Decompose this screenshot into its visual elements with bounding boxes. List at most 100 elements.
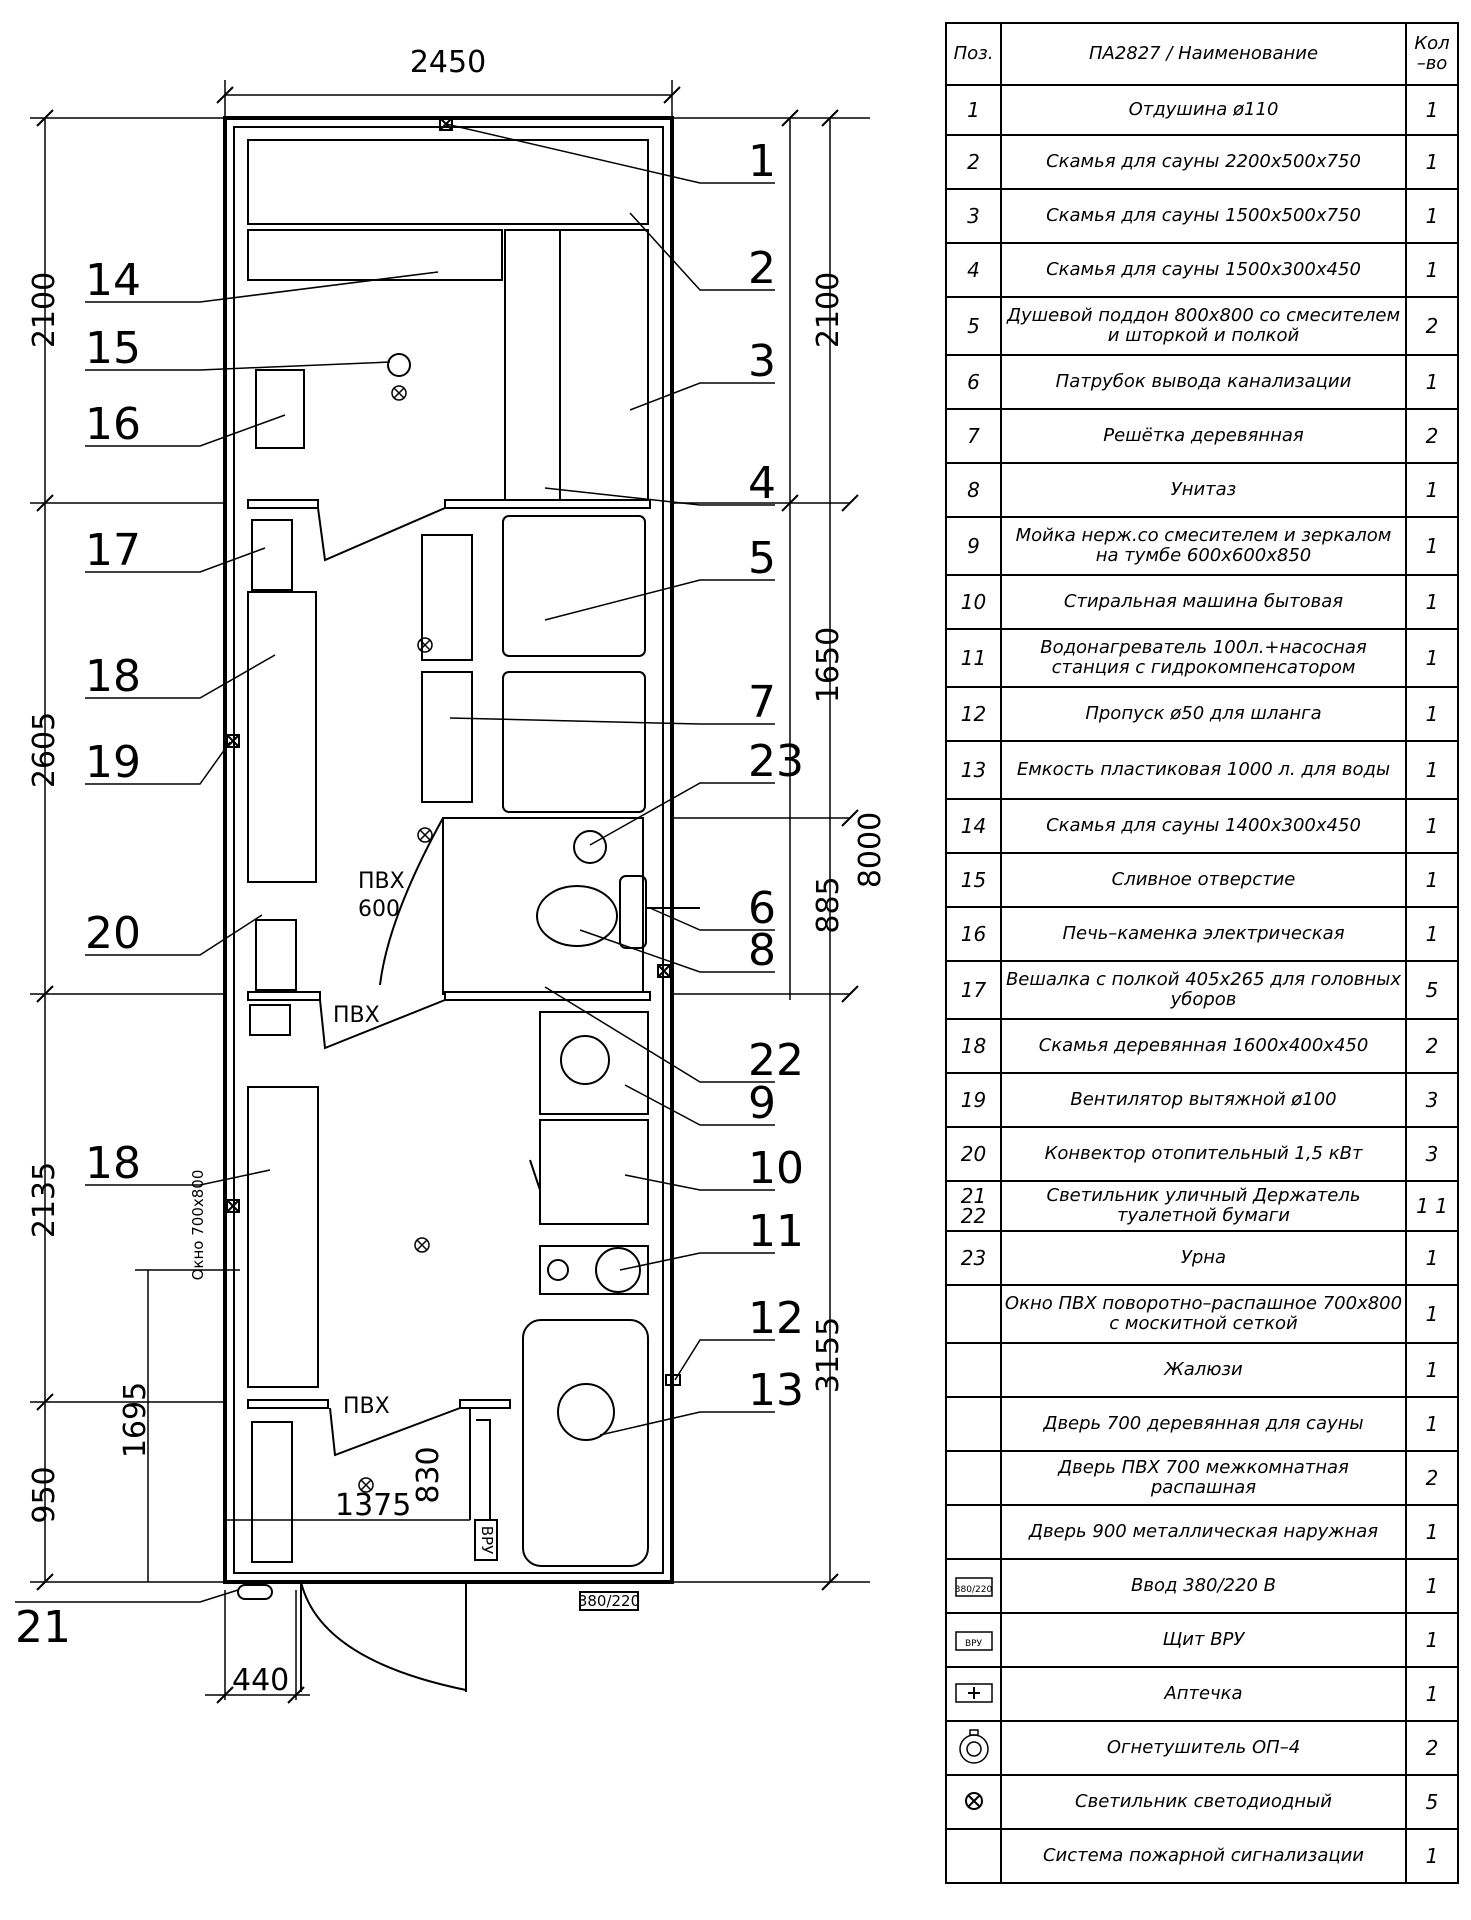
led-light-symbol [945,1774,1002,1830]
label-window: Окно 700х800 [189,1170,207,1281]
cell-name: Скамья деревянная 1600х400х450 [1000,1018,1407,1074]
cell-pos: 23 [945,1230,1002,1286]
cell-qty: 1 [1405,134,1459,190]
cell-qty: 2 [1405,408,1459,464]
callout-8: 8 [748,925,776,976]
cell-name: Душевой поддон 800х800 со смесителем и ш… [1000,296,1407,356]
callout-10: 10 [748,1143,804,1194]
cell-name: Емкость пластиковая 1000 л. для воды [1000,740,1407,800]
cell-name: Дверь 700 деревянная для сауны [1000,1396,1407,1452]
cell-qty: 2 [1405,296,1459,356]
cell-qty: 1 [1405,798,1459,854]
cell-name: Конвектор отопительный 1,5 кВт [1000,1126,1407,1182]
cell-qty: 1 [1405,1828,1459,1884]
label-600: 600 [358,897,400,922]
dim-1695: 1695 [118,1382,153,1458]
cell-pos: 15 [945,852,1002,908]
cell-qty: 1 [1405,1342,1459,1398]
cell-name: Щит ВРУ [1000,1612,1407,1668]
label-input: 380/220 [578,1592,640,1610]
cell-name: Печь–каменка электрическая [1000,906,1407,962]
dim-total: 8000 [853,812,888,888]
callout-2: 2 [748,243,776,294]
cell-name: Решётка деревянная [1000,408,1407,464]
callout-1: 1 [748,136,776,187]
cell-name: Окно ПВХ поворотно–распашное 700х800 с м… [1000,1284,1407,1344]
callout-18-top: 18 [85,651,141,702]
input-380-220-symbol: 380/220 [945,1558,1002,1614]
cell-pos: 16 [945,906,1002,962]
cell-pos: 18 [945,1018,1002,1074]
callout-21: 21 [15,1602,71,1653]
cell-name: Светильник светодиодный [1000,1774,1407,1830]
dim-440: 440 [232,1663,289,1698]
cell-pos [945,1450,1002,1506]
cell-name: Вентилятор вытяжной ø100 [1000,1072,1407,1128]
callout-9: 9 [748,1078,776,1129]
cell-name: Жалюзи [1000,1342,1407,1398]
cell-qty: 5 [1405,960,1459,1020]
cell-name: Патрубок вывода канализации [1000,354,1407,410]
cell-name: Пропуск ø50 для шланга [1000,686,1407,742]
cell-name: Светильник уличный Держатель туалетной б… [1000,1180,1407,1232]
cell-name: Отдушина ø110 [1000,84,1407,136]
cell-pos [945,1284,1002,1344]
cell-pos: 11 [945,628,1002,688]
dim-left-top: 2100 [27,272,62,348]
callout-13: 13 [748,1365,804,1416]
cell-qty: 1 [1405,1558,1459,1614]
cell-qty: 1 [1405,1666,1459,1722]
label-pvh-bottom: ПВХ [343,1394,390,1419]
cell-qty: 3 [1405,1126,1459,1182]
cell-pos: 2 [945,134,1002,190]
dim-3155: 3155 [811,1317,846,1393]
cell-qty: 1 [1405,1284,1459,1344]
cell-qty: 1 [1405,242,1459,298]
cell-pos [945,1396,1002,1452]
dim-right-885: 885 [811,876,846,933]
cell-qty: 1 [1405,574,1459,630]
cell-qty: 1 [1405,1230,1459,1286]
cell-pos: 19 [945,1072,1002,1128]
cell-name: Сливное отверстие [1000,852,1407,908]
cell-pos: 5 [945,296,1002,356]
dim-right-1650: 1650 [811,627,846,703]
cell-pos: 4 [945,242,1002,298]
callout-17: 17 [85,525,141,576]
callout-4: 4 [748,458,776,509]
cell-qty: 1 1 [1405,1180,1459,1232]
cell-pos: 17 [945,960,1002,1020]
cell-name: Урна [1000,1230,1407,1286]
dim-830: 830 [411,1446,446,1503]
symbol-label: ВРУ [964,1638,983,1649]
callout-12: 12 [748,1293,804,1344]
cell-name: Водонагреватель 100л.+насосная станция с… [1000,628,1407,688]
cell-name: Система пожарной сигнализации [1000,1828,1407,1884]
cell-qty: 1 [1405,1396,1459,1452]
table-header: Поз. ПА2827 / Наименование Кол –во [945,22,1459,86]
first-aid-kit-symbol [945,1666,1002,1722]
cell-pos: 21 22 [945,1180,1002,1232]
cell-name: Скамья для сауны 2200х500х750 [1000,134,1407,190]
cell-pos: 7 [945,408,1002,464]
callout-19: 19 [85,737,141,788]
